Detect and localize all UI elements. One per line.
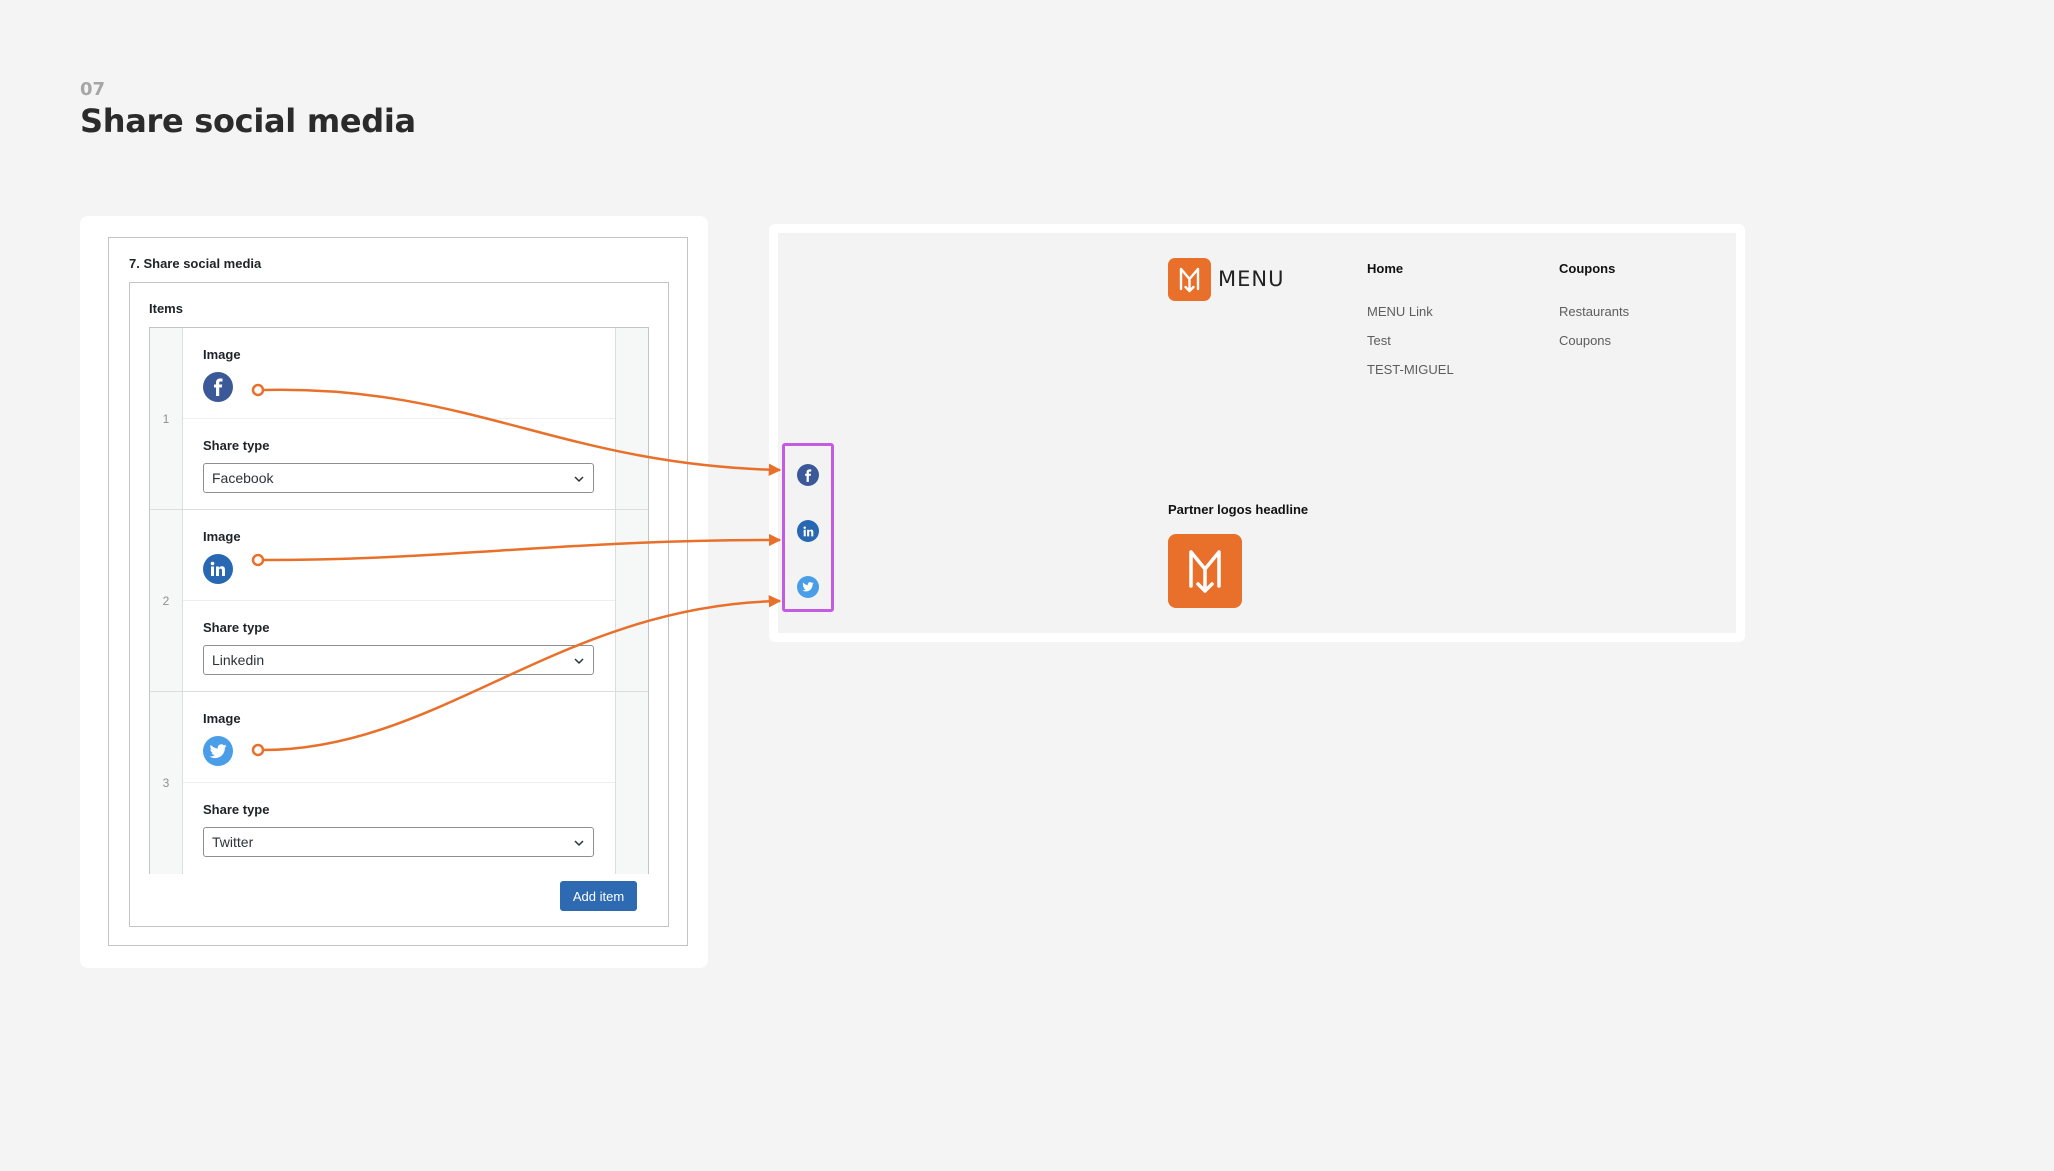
share-type-label: Share type [203, 802, 270, 817]
add-item-button[interactable]: Add item [560, 881, 637, 911]
chevron-down-icon [574, 658, 584, 665]
twitter-icon[interactable] [797, 576, 819, 598]
row-body: Image Share type Linkedin [183, 510, 615, 691]
share-type-label: Share type [203, 438, 270, 453]
row-side-handle[interactable] [615, 692, 648, 874]
row-number[interactable]: 1 [150, 328, 183, 509]
linkedin-icon[interactable] [203, 554, 233, 584]
nav-link[interactable]: Restaurants [1559, 304, 1630, 319]
partner-logos-headline: Partner logos headline [1168, 502, 1309, 517]
repeater-row: 3 Image Share type Twitter [150, 692, 648, 874]
page-title: Share social media [80, 102, 416, 140]
admin-card: 7. Share social media Items 1 Image Shar… [80, 216, 708, 968]
image-field: Image [183, 510, 615, 601]
brand-name[interactable]: MENU [1218, 267, 1285, 291]
items-label: Items [149, 301, 183, 316]
repeater-row: 1 Image Share type Facebook [150, 328, 648, 510]
site-preview: MENU Home MENU Link Test TEST-MIGUEL Cou… [778, 233, 1736, 633]
facebook-icon[interactable] [797, 464, 819, 486]
nav-link[interactable]: MENU Link [1367, 304, 1433, 319]
share-type-label: Share type [203, 620, 270, 635]
brand-logo-icon[interactable] [1168, 258, 1211, 301]
nav-heading-home[interactable]: Home [1367, 261, 1404, 276]
admin-panel: 7. Share social media Items 1 Image Shar… [108, 237, 688, 946]
share-type-select[interactable]: Twitter [203, 827, 594, 857]
share-bar-highlight [782, 443, 834, 612]
image-label: Image [203, 711, 241, 726]
preview-card: MENU Home MENU Link Test TEST-MIGUEL Cou… [769, 224, 1745, 642]
row-number[interactable]: 3 [150, 692, 183, 874]
chevron-down-icon [574, 840, 584, 847]
repeater: 1 Image Share type Facebook [149, 327, 649, 874]
row-side-handle[interactable] [615, 510, 648, 691]
nav-link[interactable]: Test [1367, 333, 1391, 348]
image-field: Image [183, 692, 615, 783]
share-type-select[interactable]: Linkedin [203, 645, 594, 675]
chevron-down-icon [574, 476, 584, 483]
share-type-value: Facebook [212, 470, 274, 486]
nav-link[interactable]: Coupons [1559, 333, 1612, 348]
image-field: Image [183, 328, 615, 419]
linkedin-icon[interactable] [797, 520, 819, 542]
twitter-icon[interactable] [203, 736, 233, 766]
items-box: Items 1 Image Share type Fa [129, 282, 669, 927]
nav-heading-coupons[interactable]: Coupons [1559, 261, 1616, 276]
panel-title: 7. Share social media [129, 256, 262, 271]
step-number: 07 [80, 79, 106, 100]
share-type-value: Twitter [212, 834, 254, 850]
nav-link[interactable]: TEST-MIGUEL [1367, 362, 1454, 377]
row-body: Image Share type Twitter [183, 692, 615, 874]
row-side-handle[interactable] [615, 328, 648, 509]
image-label: Image [203, 347, 241, 362]
share-type-value: Linkedin [212, 652, 265, 668]
repeater-row: 2 Image Share type Linkedin [150, 510, 648, 692]
row-number[interactable]: 2 [150, 510, 183, 691]
row-body: Image Share type Facebook [183, 328, 615, 509]
image-label: Image [203, 529, 241, 544]
share-type-select[interactable]: Facebook [203, 463, 594, 493]
partner-logo-icon[interactable] [1168, 534, 1242, 608]
facebook-icon[interactable] [203, 372, 233, 402]
